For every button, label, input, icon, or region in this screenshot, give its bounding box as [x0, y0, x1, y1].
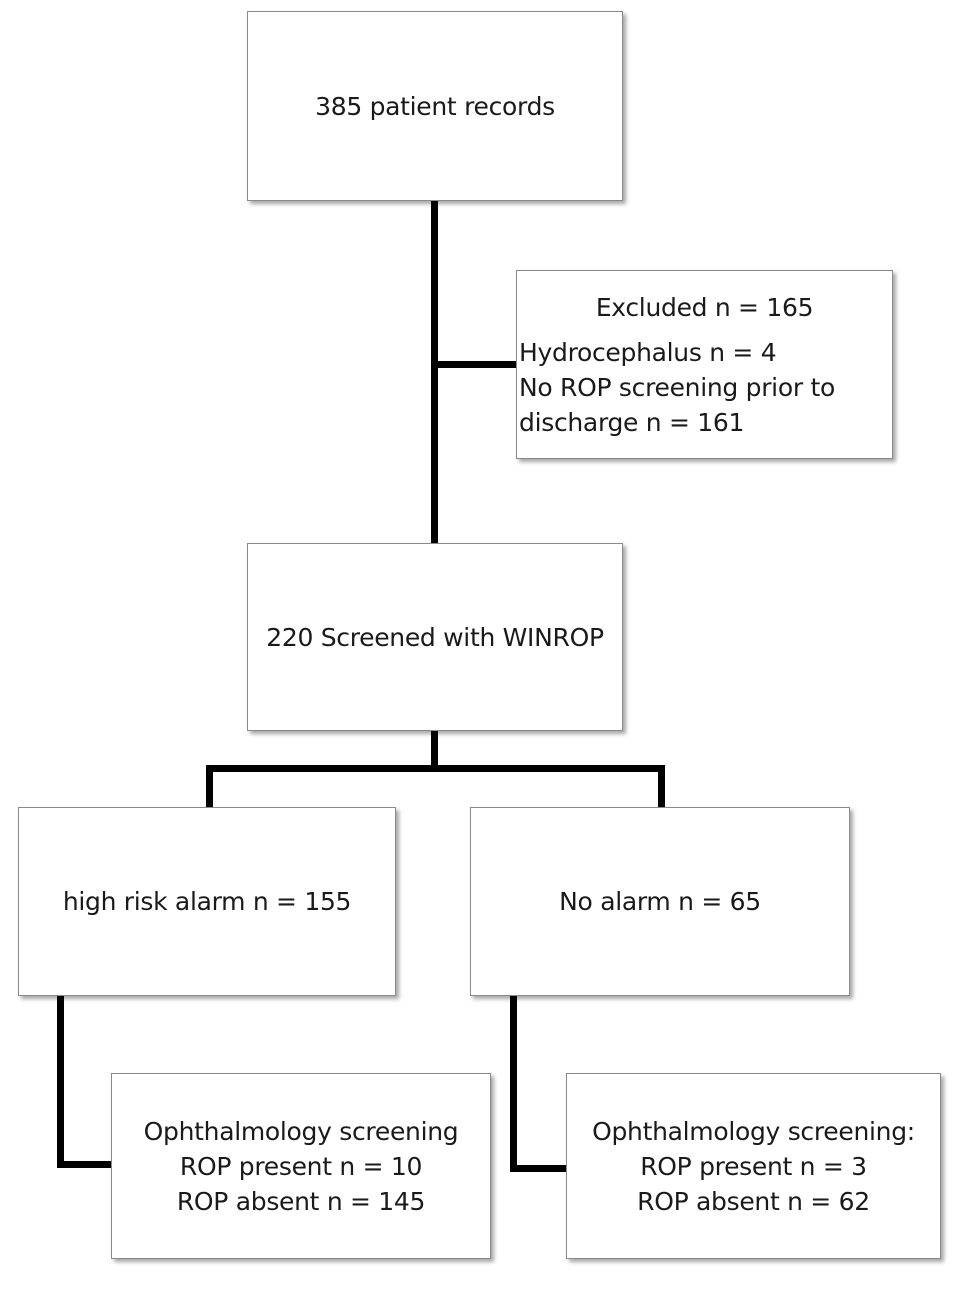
connector-to-excluded [431, 361, 517, 368]
node-no-alarm: No alarm n = 65 [470, 807, 850, 996]
connector-no-alarm-down [510, 995, 517, 1171]
node-excluded-title: Excluded n = 165 [595, 292, 814, 322]
node-oph-no-line-1: Ophthalmology screening: [592, 1116, 915, 1146]
node-high-risk-alarm-label: high risk alarm n = 155 [62, 887, 352, 916]
connector-screened-down [431, 730, 438, 770]
node-patient-records: 385 patient records [247, 11, 623, 201]
connector-to-high-risk [206, 765, 213, 809]
node-oph-high-line-1: Ophthalmology screening [143, 1116, 459, 1146]
node-oph-screening-high-risk: Ophthalmology screening ROP present n = … [111, 1073, 491, 1259]
connector-records-to-screened [431, 200, 438, 545]
node-oph-no-line-3: ROP absent n = 62 [637, 1186, 870, 1216]
node-oph-screening-no-alarm: Ophthalmology screening: ROP present n =… [566, 1073, 941, 1259]
node-high-risk-alarm: high risk alarm n = 155 [18, 807, 396, 996]
node-excluded-line-3: discharge n = 161 [519, 407, 745, 437]
connector-branch-horizontal [206, 765, 665, 772]
node-no-alarm-label: No alarm n = 65 [559, 887, 761, 916]
connector-high-risk-down [57, 995, 64, 1167]
node-oph-high-line-3: ROP absent n = 145 [176, 1186, 426, 1216]
node-oph-no-line-2: ROP present n = 3 [640, 1151, 867, 1181]
node-excluded: Excluded n = 165 Hydrocephalus n = 4 No … [516, 270, 893, 459]
node-screened-winrop-label: 220 Screened with WINROP [266, 622, 604, 652]
connector-to-no-alarm [658, 765, 665, 809]
node-excluded-line-1: Hydrocephalus n = 4 [519, 337, 777, 367]
node-screened-winrop: 220 Screened with WINROP [247, 543, 623, 731]
connector-to-oph-high [57, 1161, 113, 1168]
node-excluded-line-2: No ROP screening prior to [519, 372, 835, 402]
connector-to-oph-no [510, 1165, 568, 1172]
node-patient-records-label: 385 patient records [315, 91, 555, 121]
node-oph-high-line-2: ROP present n = 10 [179, 1151, 423, 1181]
